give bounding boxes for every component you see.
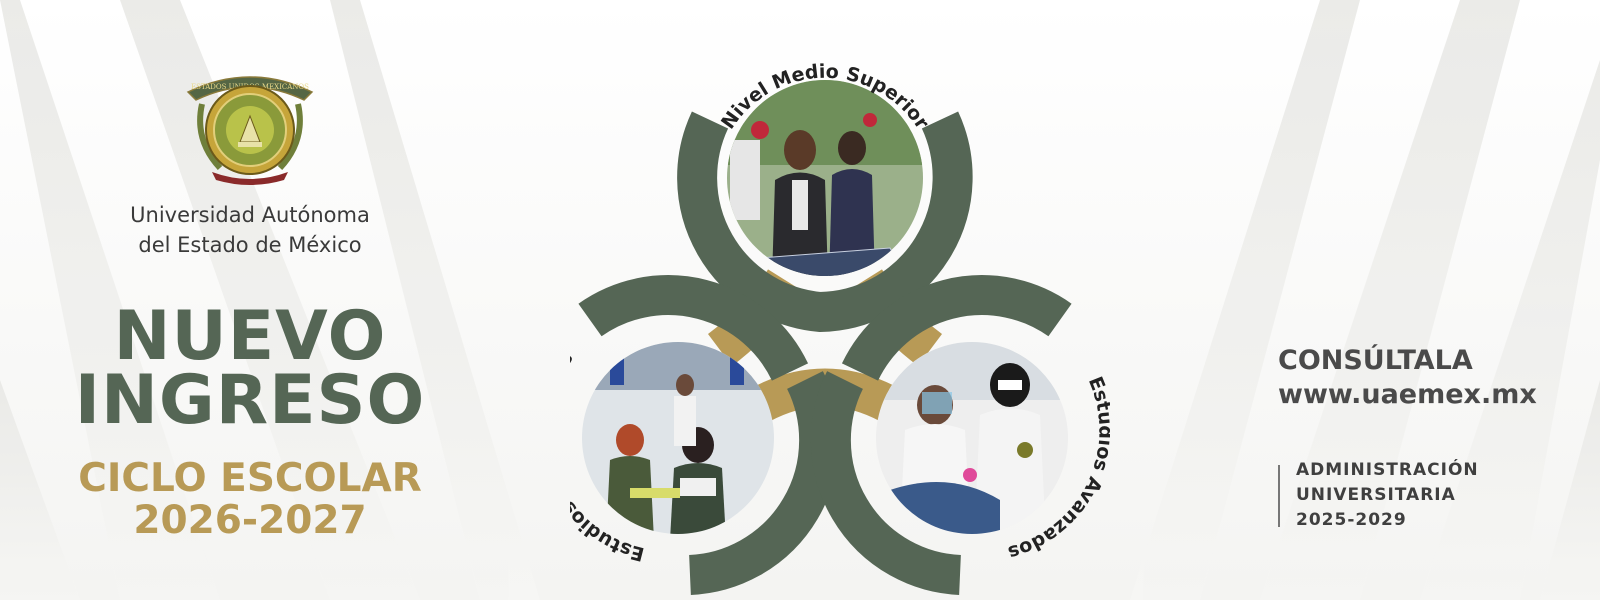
school-cycle-line1: CICLO ESCOLAR <box>78 456 422 501</box>
administration-line1: ADMINISTRACIÓN <box>1296 460 1479 480</box>
headline-line1: NUEVO <box>113 297 387 376</box>
university-name-line2: del Estado de México <box>138 233 362 257</box>
administration-line2: UNIVERSITARIA <box>1296 485 1456 505</box>
headline-line2: INGRESO <box>74 361 426 440</box>
divider <box>1278 465 1280 527</box>
university-name-line1: Universidad Autónoma <box>130 203 370 227</box>
right-ring <box>810 275 1072 595</box>
university-seal-logo: ESTADOS UNIDOS MEXICANOS <box>186 76 314 185</box>
school-cycle: CICLO ESCOLAR 2026-2027 <box>60 458 440 542</box>
website-link[interactable]: www.uaemex.mx <box>1278 379 1537 410</box>
consult-label: CONSÚLTALA <box>1278 345 1473 376</box>
school-cycle-line2: 2026-2027 <box>133 498 367 543</box>
photo-advanced-studies-dental <box>876 342 1068 534</box>
consult-block: CONSÚLTALA www.uaemex.mx <box>1278 344 1537 412</box>
top-ring <box>677 111 973 333</box>
photo-professional-studies-students <box>582 342 774 534</box>
administration-line3: 2025-2029 <box>1296 510 1407 530</box>
administration-block: ADMINISTRACIÓN UNIVERSITARIA 2025-2029 <box>1296 458 1479 533</box>
headline: NUEVO INGRESO <box>60 297 440 440</box>
study-levels-graphic: Nivel Medio Superior Estudios Profesiona… <box>570 61 1110 595</box>
photo-high-school-students <box>727 80 923 276</box>
university-block: ESTADOS UNIDOS MEXICANOS Universidad Aut… <box>60 60 440 260</box>
